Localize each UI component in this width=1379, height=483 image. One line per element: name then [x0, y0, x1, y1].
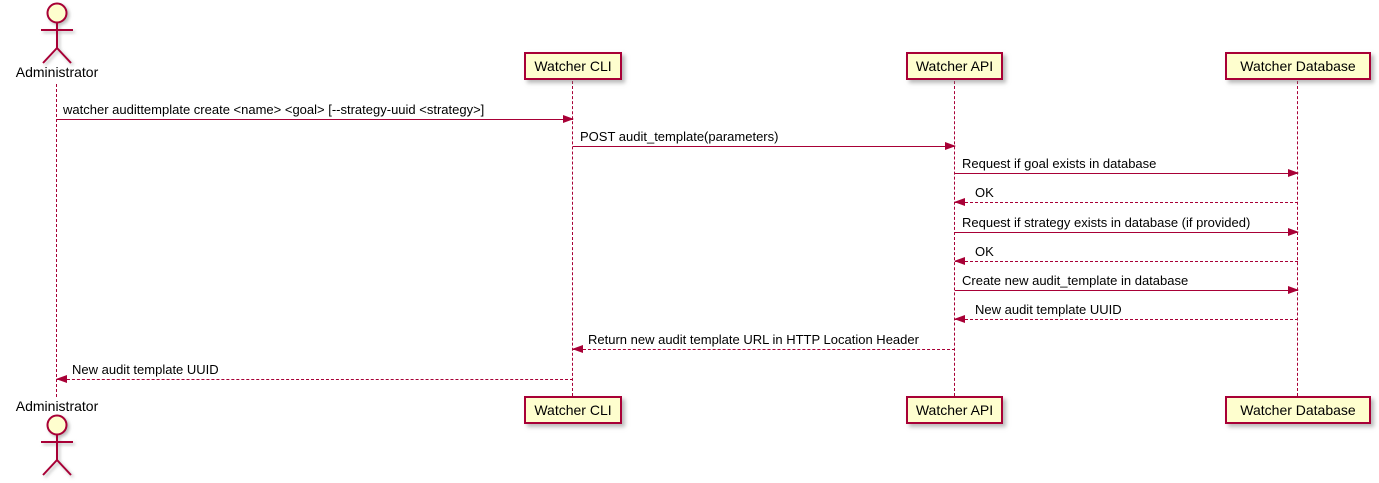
arrowhead-icon — [954, 198, 965, 206]
actor-label-top: Administrator — [15, 64, 99, 80]
arrow-line — [955, 319, 1298, 320]
participant-watcher-api-bottom: Watcher API — [906, 396, 1003, 424]
message-6-label: OK — [975, 244, 994, 259]
arrow-line — [573, 146, 955, 147]
arrow-line — [955, 261, 1298, 262]
arrowhead-icon — [954, 315, 965, 323]
message-9-label: Return new audit template URL in HTTP Lo… — [588, 332, 919, 347]
arrowhead-icon — [572, 345, 583, 353]
participant-watcher-database-top: Watcher Database — [1225, 52, 1371, 80]
lifeline-watcher-cli — [572, 81, 573, 396]
message-8-label: New audit template UUID — [975, 302, 1122, 317]
participant-watcher-cli-bottom: Watcher CLI — [524, 396, 622, 424]
arrow-line — [955, 173, 1298, 174]
arrow-line — [57, 119, 573, 120]
actor-figure-icon — [41, 2, 73, 64]
arrow-line — [955, 290, 1298, 291]
lifeline-watcher-api — [954, 81, 955, 396]
arrow-line — [573, 349, 955, 350]
arrowhead-icon — [56, 375, 67, 383]
message-10-label: New audit template UUID — [72, 362, 219, 377]
participant-watcher-database-bottom: Watcher Database — [1225, 396, 1371, 424]
message-2-label: POST audit_template(parameters) — [580, 129, 779, 144]
arrow-line — [57, 379, 573, 380]
lifeline-watcher-database — [1297, 81, 1298, 396]
message-1-label: watcher audittemplate create <name> <goa… — [63, 102, 485, 117]
message-3-label: Request if goal exists in database — [962, 156, 1157, 171]
arrow-line — [955, 202, 1298, 203]
lifeline-administrator — [56, 84, 57, 397]
arrow-line — [955, 232, 1298, 233]
arrowhead-icon — [1288, 286, 1299, 294]
arrowhead-icon — [954, 257, 965, 265]
message-5-label: Request if strategy exists in database (… — [962, 215, 1251, 230]
arrowhead-icon — [1288, 169, 1299, 177]
arrowhead-icon — [563, 115, 574, 123]
actor-figure-icon — [41, 414, 73, 476]
participant-watcher-cli-top: Watcher CLI — [524, 52, 622, 80]
actor-label-bottom: Administrator — [15, 398, 99, 414]
arrowhead-icon — [1288, 228, 1299, 236]
message-7-label: Create new audit_template in database — [962, 273, 1189, 288]
arrowhead-icon — [945, 142, 956, 150]
participant-watcher-api-top: Watcher API — [906, 52, 1003, 80]
message-4-label: OK — [975, 185, 994, 200]
